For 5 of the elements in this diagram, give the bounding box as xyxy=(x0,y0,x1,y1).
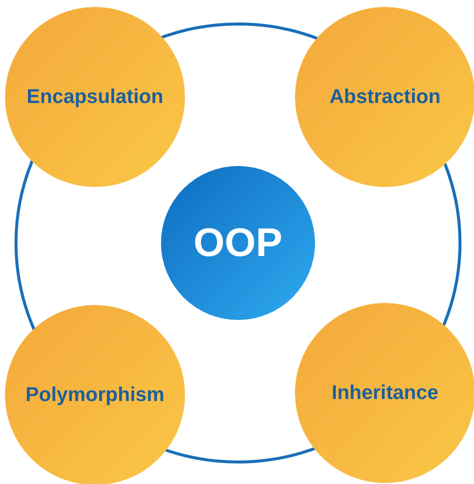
concept-label: Abstraction xyxy=(329,86,441,108)
concept-label: Inheritance xyxy=(332,382,438,404)
center-title: OOP xyxy=(194,220,282,266)
concept-label: Polymorphism xyxy=(26,384,164,406)
concept-label: Encapsulation xyxy=(26,86,164,108)
